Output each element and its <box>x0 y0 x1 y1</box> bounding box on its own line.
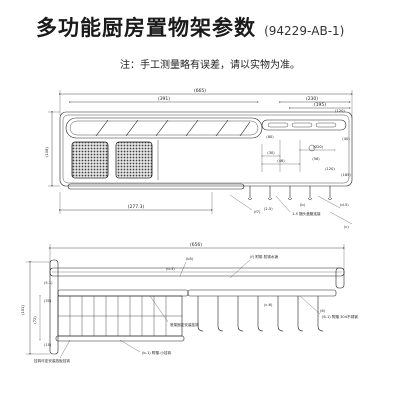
front-left-post <box>49 259 59 355</box>
callout-front-9: (6-1) 附赠 304不锈钢 <box>322 314 358 319</box>
callout-top-2: (2-5) <box>264 207 273 211</box>
dim-d40: (40) <box>342 137 350 141</box>
front-view <box>26 244 345 359</box>
front-middle-bar <box>57 289 189 297</box>
dim-bottom-left: (277.3) <box>128 204 145 210</box>
dim-d120b: (120) <box>325 167 335 171</box>
front-view-labels: (656) (151) (72) (5.1) (30) (10) (b5) (f… <box>21 242 358 363</box>
front-dim-b: (10) <box>44 343 52 347</box>
title-row: 多功能厨房置物架参数 (94229-AB-1) <box>36 12 344 42</box>
dim-d30: (30) <box>267 151 275 155</box>
dim-d46: (46) <box>277 159 285 163</box>
dim-overall-width: (665) <box>194 88 206 94</box>
hole-circle <box>308 144 316 152</box>
dim-slot-inner: (195) <box>314 102 326 108</box>
callout-front-4: (6) <box>320 309 326 313</box>
callout-top-6: (c) <box>344 225 349 229</box>
page-title: 多功能厨房置物架参数 <box>36 16 256 40</box>
callout-front-8: 挂钩可定安装挡板挂钩 <box>34 358 70 363</box>
dim-slot-width: (230) <box>306 96 318 102</box>
front-dim-a: (30) <box>44 299 52 303</box>
dim-d185: (185) <box>341 173 351 177</box>
top-view <box>48 90 353 225</box>
callout-top-4: 1-5 捆头盖管连接 <box>292 211 321 216</box>
callout-top-1: (f7) <box>254 210 261 214</box>
callout-top-5: (d-5) <box>340 203 349 207</box>
front-dim-width: (656) <box>190 242 202 248</box>
mesh-basket-right <box>115 141 153 179</box>
front-dim-left-side: (72) <box>33 316 37 324</box>
dim-slot-small: (120) <box>335 109 345 113</box>
callout-front-7: (b-1) 附赠-小挂钩 <box>142 350 171 355</box>
callout-front-2: (f) 附带-防锈水销 <box>250 254 278 259</box>
callout-front-5: (c-6) <box>264 303 273 307</box>
callout-top-3: (b) <box>300 203 306 207</box>
dim-hole: (Ø20) <box>313 144 324 149</box>
front-dim-step: (5.1) <box>44 281 53 285</box>
dim-d56: (56) <box>312 157 320 161</box>
measurement-note: 注：手工测量略有误差，请以实物为准。 <box>120 60 300 71</box>
top-rail <box>65 117 263 139</box>
knife-slot-rail <box>261 119 347 131</box>
callout-front-3: (d-3) <box>166 267 175 271</box>
top-frame <box>59 111 353 187</box>
top-view-labels: (665) (391) (230) (195) (120) (30) (46) … <box>45 88 351 229</box>
towel-bar <box>67 183 245 190</box>
callout-front-6: 底架固定安装挂钩 <box>170 322 199 327</box>
model-code: (94229-AB-1) <box>264 24 345 38</box>
dim-rail-length: (391) <box>158 96 170 102</box>
dim-d80: (80) <box>266 135 274 139</box>
mesh-basket-left <box>71 141 109 179</box>
front-dim-height: (151) <box>21 305 25 315</box>
dim-depth: (108) <box>45 147 49 157</box>
callout-front-1: (b5) <box>186 257 194 261</box>
